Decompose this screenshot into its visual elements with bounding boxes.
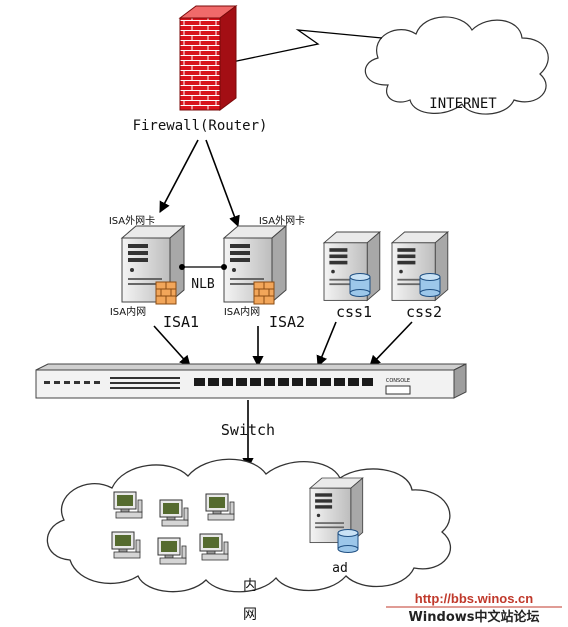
css1-label: css1 <box>336 303 372 321</box>
firewall-badge-icon <box>253 281 275 305</box>
switch-label: Switch <box>221 421 275 439</box>
firewall-to-isa1-arrow <box>159 139 199 213</box>
internet-cloud: INTERNET <box>364 16 549 115</box>
isa2-external-label: ISA外网卡 <box>259 214 305 227</box>
cloud-icon <box>364 16 549 115</box>
firewall: Firewall(Router) <box>133 5 268 134</box>
nlb-label: NLB <box>191 277 215 292</box>
css1-server <box>323 231 381 301</box>
network-switch: CONSOLE <box>35 363 467 399</box>
internet-label: INTERNET <box>429 96 497 112</box>
isa1-to-switch-arrow <box>153 325 191 367</box>
brick-wall-icon <box>178 5 238 111</box>
nlb-link: NLB <box>179 264 227 292</box>
wan-link <box>231 29 383 63</box>
lan-label-char2: 网 <box>243 607 257 623</box>
ad-server <box>309 477 364 553</box>
firewall-label: Firewall(Router) <box>133 118 268 134</box>
isa2-label: ISA2 <box>269 313 305 331</box>
css1-to-switch-arrow <box>316 321 337 368</box>
lan-cloud <box>46 458 452 593</box>
isa2-internal-label: ISA内网 <box>224 305 260 318</box>
isa2-server <box>223 225 287 305</box>
firewall-to-isa2-arrow <box>205 139 240 228</box>
isa1-server <box>121 225 185 305</box>
switch-console-label: CONSOLE <box>386 378 410 384</box>
isa1-label: ISA1 <box>163 313 199 331</box>
css2-to-switch-arrow <box>369 321 413 367</box>
isa1-internal-label: ISA内网 <box>110 305 146 318</box>
watermark-site: Windows中文站论坛 <box>408 609 539 625</box>
database-icon <box>349 273 371 297</box>
firewall-badge-icon <box>155 281 177 305</box>
isa1-external-label: ISA外网卡 <box>109 214 155 227</box>
css2-server <box>391 231 449 301</box>
watermark-url: http://bbs.winos.cn <box>415 591 533 606</box>
ad-label: ad <box>332 561 348 576</box>
network-switch-icon <box>35 363 467 399</box>
cloud-icon <box>46 458 452 593</box>
lan-label-char1: 内 <box>243 578 257 594</box>
watermark: http://bbs.winos.cn Windows中文站论坛 <box>386 591 562 625</box>
database-icon <box>337 529 359 553</box>
css2-label: css2 <box>406 303 442 321</box>
database-icon <box>419 273 441 297</box>
